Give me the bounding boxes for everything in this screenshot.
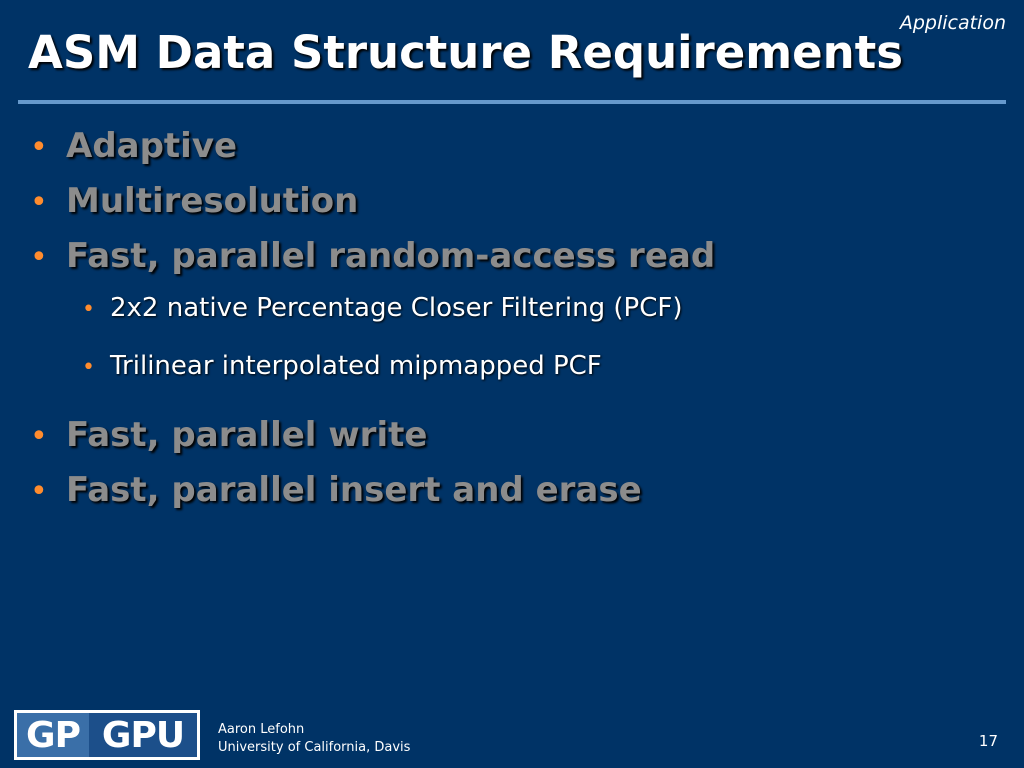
sub-bullet-text: Trilinear interpolated mipmapped PCF <box>110 351 602 381</box>
bullet-item: • Fast, parallel write <box>30 415 990 470</box>
bullet-text: Fast, parallel random-access read <box>66 236 716 276</box>
bullet-item: • Multiresolution <box>30 181 990 236</box>
bullet-text: Fast, parallel insert and erase <box>66 470 642 510</box>
sub-bullet-dot-icon: • <box>82 355 95 380</box>
bullet-text: Fast, parallel write <box>66 415 428 455</box>
page-number: 17 <box>978 732 998 750</box>
bullet-dot-icon: • <box>30 185 48 220</box>
bullet-dot-icon: • <box>30 240 48 275</box>
footer-credit: Aaron Lefohn University of California, D… <box>218 721 410 757</box>
sub-bullet-container: • 2x2 native Percentage Closer Filtering… <box>30 293 990 409</box>
gpgpu-logo: GP GPU <box>14 710 200 760</box>
slide-title: ASM Data Structure Requirements <box>28 26 903 79</box>
section-tag: Application <box>899 12 1006 34</box>
logo-part-b: GPU <box>89 713 197 757</box>
bullet-text: Multiresolution <box>66 181 359 221</box>
bullet-list: • Adaptive • Multiresolution • Fast, par… <box>30 126 990 525</box>
bullet-item: • Fast, parallel insert and erase <box>30 470 990 525</box>
bullet-dot-icon: • <box>30 130 48 165</box>
author-affiliation: University of California, Davis <box>218 740 411 755</box>
bullet-group: • Fast, parallel random-access read • 2x… <box>30 236 990 409</box>
sub-bullet-item: • Trilinear interpolated mipmapped PCF <box>82 351 990 409</box>
bullet-dot-icon: • <box>30 474 48 509</box>
sub-bullet-item: • 2x2 native Percentage Closer Filtering… <box>82 293 990 351</box>
author-name: Aaron Lefohn <box>218 722 305 737</box>
bullet-dot-icon: • <box>30 419 48 454</box>
bullet-item: • Adaptive <box>30 126 990 181</box>
sub-bullet-list: • 2x2 native Percentage Closer Filtering… <box>30 293 990 409</box>
sub-bullet-dot-icon: • <box>82 297 95 322</box>
sub-bullet-text: 2x2 native Percentage Closer Filtering (… <box>110 293 683 323</box>
bullet-item: • Fast, parallel random-access read <box>30 236 990 291</box>
bullet-text: Adaptive <box>66 126 238 166</box>
title-divider <box>18 100 1006 104</box>
logo-part-a: GP <box>17 713 89 757</box>
